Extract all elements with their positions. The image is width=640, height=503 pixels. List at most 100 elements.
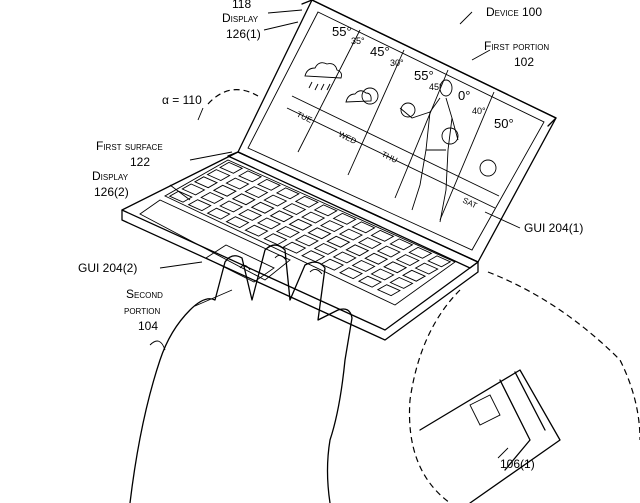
keyboard-key bbox=[376, 245, 401, 258]
keyboard-key bbox=[225, 216, 250, 229]
label-first-portion-num: 102 bbox=[514, 55, 534, 69]
temp-low-1: 35° bbox=[351, 36, 365, 46]
temp-low-3: 45° bbox=[429, 82, 443, 92]
display-126-1 bbox=[247, 11, 545, 251]
keyboard-key bbox=[250, 201, 275, 214]
keyboard-key bbox=[427, 255, 452, 268]
keyboard-key bbox=[257, 217, 282, 230]
label-gui-1: GUI 204(1) bbox=[524, 221, 583, 235]
keyboard-key bbox=[288, 218, 313, 231]
keyboard-key bbox=[231, 193, 256, 206]
keyboard-key bbox=[332, 251, 357, 264]
sun-icon-3 bbox=[479, 159, 497, 177]
keyboard-key bbox=[168, 190, 193, 203]
keyboard-key bbox=[326, 235, 351, 248]
sun-cloud-icon bbox=[345, 87, 379, 105]
keyboard-key bbox=[376, 284, 401, 297]
temp-high-2: 45° bbox=[370, 44, 390, 59]
label-second-portion-2: portion bbox=[124, 303, 161, 317]
keyboard-key bbox=[338, 228, 363, 241]
keyboard bbox=[164, 159, 456, 306]
keyboard-key bbox=[282, 203, 307, 216]
keyboard-key bbox=[181, 183, 206, 196]
keyboard-key bbox=[364, 252, 389, 265]
keyboard-key bbox=[301, 211, 326, 224]
label-hinge: 106(1) bbox=[500, 457, 535, 471]
keyboard-key bbox=[238, 208, 263, 221]
hinge-detail bbox=[408, 271, 640, 503]
reference-labels: 118 Display 126(1) Device 100 First port… bbox=[78, 0, 583, 471]
label-display-2-num: 126(2) bbox=[94, 185, 129, 199]
keyboard-key bbox=[301, 250, 326, 263]
day-thu: THU bbox=[380, 150, 399, 165]
hand bbox=[129, 244, 353, 503]
keyboard-key bbox=[307, 227, 332, 240]
keyboard-key bbox=[414, 262, 439, 275]
keyboard-key bbox=[269, 210, 294, 223]
keyboard-key bbox=[370, 229, 395, 242]
keyboard-key bbox=[383, 261, 408, 274]
keyboard-key bbox=[237, 170, 263, 183]
keyboard-key bbox=[357, 237, 382, 250]
keyboard-key bbox=[320, 258, 345, 271]
keyboard-key bbox=[212, 184, 237, 197]
keyboard-key bbox=[370, 268, 395, 281]
keyboard-key bbox=[263, 194, 288, 207]
keyboard-key bbox=[408, 246, 433, 259]
sun-icon bbox=[400, 102, 416, 118]
label-display-1: Display bbox=[222, 11, 259, 25]
keyboard-key bbox=[313, 204, 338, 217]
day-wed: WED bbox=[337, 130, 358, 146]
keyboard-key bbox=[282, 241, 307, 254]
keyboard-key bbox=[351, 221, 376, 234]
label-gui-2: GUI 204(2) bbox=[78, 261, 137, 275]
temp-low-2: 30° bbox=[390, 58, 404, 68]
keyboard-key bbox=[389, 276, 414, 289]
temp-low-4: 40° bbox=[472, 106, 486, 116]
keyboard-key bbox=[339, 267, 363, 280]
sun-icon-2 bbox=[441, 127, 459, 145]
label-second-portion: Second bbox=[126, 287, 163, 301]
trackpad bbox=[205, 244, 275, 283]
leader-lines bbox=[159, 9, 521, 459]
keyboard-key bbox=[275, 187, 300, 200]
keyboard-key bbox=[313, 242, 338, 255]
keyboard-key bbox=[206, 207, 231, 220]
cloud-rain-icon bbox=[304, 62, 342, 91]
keyboard-key bbox=[294, 234, 319, 247]
label-first-surface-num: 122 bbox=[130, 155, 150, 169]
keyboard-key bbox=[351, 259, 376, 272]
temp-high-3: 55° bbox=[414, 68, 434, 83]
temp-high-4: 0° bbox=[458, 88, 470, 103]
keyboard-key bbox=[357, 275, 383, 288]
label-first-surface: First surface bbox=[96, 139, 163, 153]
display-126-2 bbox=[139, 199, 291, 281]
keyboard-key bbox=[219, 200, 244, 213]
weather-gui: 55° 35° 45° 30° 55° 45° 0° 40° 50° TUE W… bbox=[286, 24, 514, 223]
label-device: Device 100 bbox=[486, 5, 542, 19]
keyboard-key bbox=[263, 233, 288, 246]
keyboard-key bbox=[244, 224, 269, 237]
keyboard-key bbox=[402, 269, 427, 282]
temp-high-1: 55° bbox=[332, 24, 352, 39]
keyboard-key bbox=[257, 178, 281, 191]
presenter-figure bbox=[399, 79, 459, 223]
keyboard-key bbox=[244, 186, 269, 199]
day-tue: TUE bbox=[295, 110, 313, 125]
label-display-1-num: 126(1) bbox=[226, 27, 261, 41]
keyboard-key bbox=[294, 195, 319, 208]
keyboard-key bbox=[275, 225, 300, 238]
keyboard-key bbox=[395, 254, 420, 267]
keyboard-key bbox=[320, 220, 345, 233]
keyboard-key bbox=[332, 212, 357, 225]
keyboard-key bbox=[206, 169, 231, 182]
label-first-portion: First portion bbox=[484, 39, 549, 53]
keyboard-key bbox=[389, 238, 414, 251]
label-118: 118 bbox=[232, 0, 251, 11]
label-display-2: Display bbox=[92, 169, 129, 183]
keyboard-key bbox=[200, 191, 225, 204]
keyboard-key bbox=[187, 199, 212, 212]
keyboard-key bbox=[193, 176, 218, 189]
